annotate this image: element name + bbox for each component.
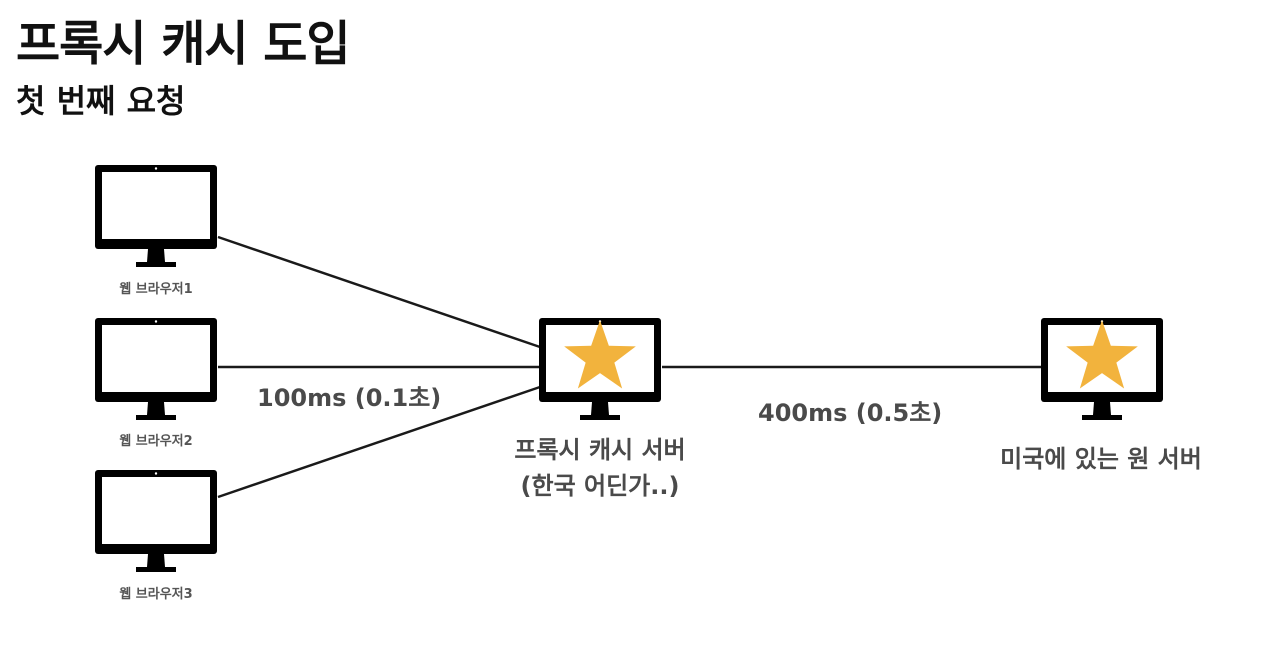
browser1-label: 웹 브라우저1 xyxy=(119,282,193,297)
proxy-server-label: 프록시 캐시 서버 (한국 어딘가..) xyxy=(514,432,685,504)
connection-lines xyxy=(217,235,1042,499)
proxy-server-label-line2: (한국 어딘가..) xyxy=(520,472,680,500)
proxy-server-label-line1: 프록시 캐시 서버 xyxy=(514,436,686,464)
origin-server-label: 미국에 있는 원 서버 xyxy=(1000,445,1202,473)
page-subtitle: 첫 번째 요청 xyxy=(16,82,186,120)
latency-proxy-origin: 400ms (0.5초) xyxy=(758,399,943,427)
browser2-label: 웹 브라우저2 xyxy=(119,434,193,449)
line-browser3-proxy xyxy=(217,385,541,499)
browser1-monitor-icon xyxy=(95,165,217,267)
page-title: 프록시 캐시 도입 xyxy=(16,16,351,72)
browser3-monitor-icon xyxy=(95,470,217,572)
browser2-monitor-icon xyxy=(95,318,217,420)
latency-browser-proxy: 100ms (0.1초) xyxy=(257,384,442,412)
proxy-server-monitor-icon xyxy=(539,318,661,420)
origin-server-monitor-icon xyxy=(1041,318,1163,420)
browser3-label: 웹 브라우저3 xyxy=(119,587,193,602)
line-browser1-proxy xyxy=(217,235,541,349)
